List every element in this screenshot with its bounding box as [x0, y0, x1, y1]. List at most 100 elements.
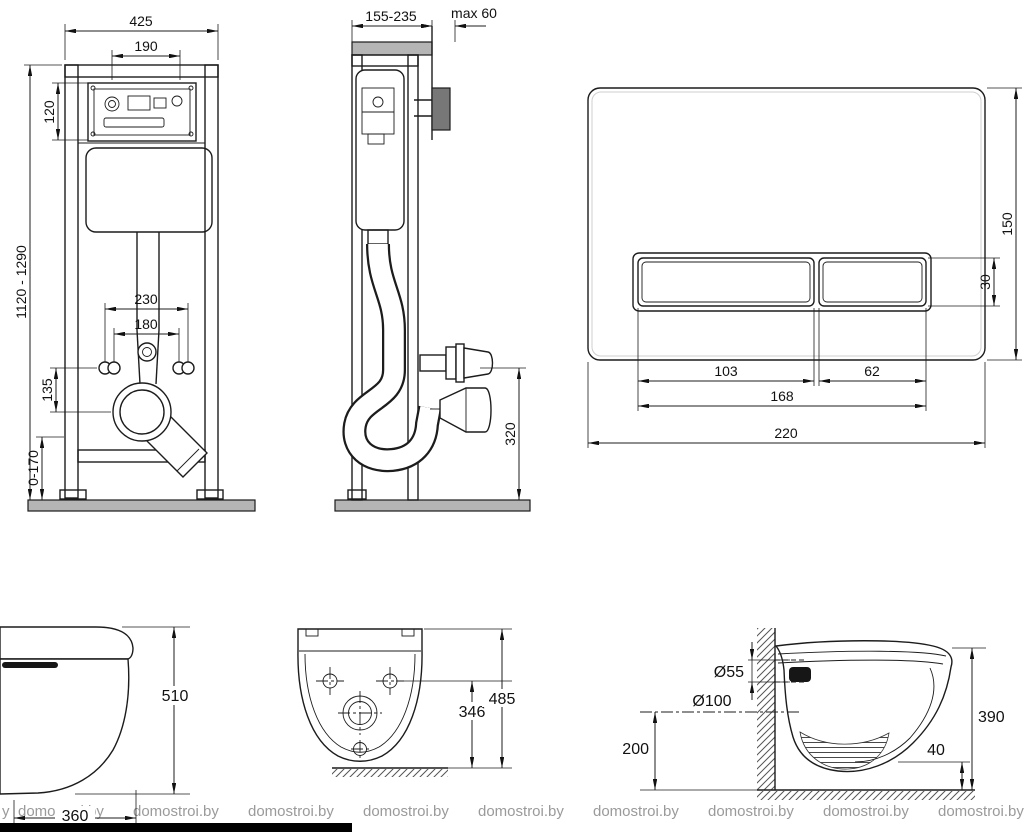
dim-label-total-height: 1120 - 1290: [13, 245, 29, 319]
watermark: domostroi.by: [363, 803, 449, 820]
top-bracket: [351, 41, 433, 56]
dim-rim-height: 390: [952, 647, 1005, 790]
watermark: domostroi.by: [938, 803, 1024, 820]
dim-label-small-button: 62: [864, 363, 880, 379]
cistern-outlet: [367, 229, 389, 245]
watermark: domostroi.by: [248, 803, 334, 820]
dim-label-large-button: 103: [714, 363, 738, 379]
fixing-hole-left: [316, 667, 344, 695]
supply-connection: [137, 342, 157, 362]
flush-button-large: [637, 257, 815, 307]
frame-left-rail: [64, 64, 79, 499]
dim-large-button-width: 103: [637, 308, 815, 411]
watermark-row: y domostroi.by domostroi.by domostroi.by…: [0, 803, 1029, 823]
frame-right-foot: [196, 489, 224, 500]
fixing-bolt-holes: [98, 361, 195, 375]
dim-label-inlet-diameter: Ø55: [714, 664, 744, 681]
inlet-fitting: [419, 343, 494, 383]
floor-hatch: [757, 791, 975, 800]
dim-label-bolt-inner: 180: [134, 316, 158, 332]
dim-inner-width: 190: [111, 38, 181, 80]
watermark: domostroi.by: [478, 803, 564, 820]
side-foot: [347, 489, 367, 500]
toilet-body: [0, 658, 130, 795]
dim-total-height: 1120 - 1290: [13, 64, 62, 500]
access-panel: [87, 82, 197, 142]
dim-plate-height: 150: [987, 87, 1022, 361]
frame-side-view: 155-235 max 60 320: [334, 5, 531, 512]
dim-total-length: 485: [424, 628, 522, 769]
dim-label-outlet-height: 320: [502, 422, 518, 446]
dim-outlet-height: 320: [480, 367, 526, 500]
dim-label-total-length: 485: [489, 691, 516, 708]
flush-plate-view: 150 30 103 62: [587, 87, 1022, 448]
flush-pipe-front: [136, 232, 160, 385]
dim-label-bolt-to-outlet: 135: [39, 378, 55, 402]
dim-label-buttons-total: 168: [770, 388, 794, 404]
inlet-opening: [351, 740, 369, 758]
cistern-front: [85, 147, 213, 233]
dim-label-plate-width: 220: [774, 425, 798, 441]
dim-label-bolt-outer: 230: [134, 291, 158, 307]
dim-label-bottom-gap: 40: [927, 742, 945, 759]
cistern-side: [355, 69, 405, 231]
dim-button-height: 30: [928, 257, 1000, 307]
toilet-plan-view: 346 485: [297, 628, 522, 777]
dim-leg-adjustment: 0-170: [25, 436, 64, 500]
frame-top-bar: [64, 64, 219, 78]
toilet-lid: [0, 626, 134, 660]
dim-outlet-diameter: Ø100: [640, 693, 800, 713]
dim-outlet-axis-height: 200: [622, 712, 757, 791]
dim-label-holes-to-wall: 346: [459, 704, 486, 721]
dim-bolt-spacing-inner: 180: [113, 316, 180, 362]
bowl-outline: [774, 640, 953, 773]
floor-front: [27, 499, 256, 512]
outlet-circle: [112, 382, 172, 442]
dim-small-button-width: 62: [818, 308, 927, 411]
dim-label-panel-height: 120: [41, 100, 57, 124]
dim-inlet-diameter: Ø55: [714, 642, 790, 700]
dim-label-bowl-width: 360: [62, 808, 89, 825]
watermark: domostroi.by: [133, 803, 219, 820]
dim-label-depth-range: 155-235: [365, 8, 417, 24]
dim-label-outlet-diameter: Ø100: [692, 693, 731, 710]
dim-bolt-to-outlet: 135: [39, 367, 111, 413]
floor-side: [334, 499, 531, 512]
dim-label-button-height: 30: [977, 274, 993, 290]
watermark: domostroi.by: [708, 803, 794, 820]
wall-anchor: [431, 87, 451, 131]
plan-outline: [297, 628, 423, 762]
dim-plate-width: 220: [587, 362, 986, 448]
dim-bowl-height: 510: [75, 626, 195, 795]
footer-bar: [0, 823, 352, 832]
outlet-opening: [338, 691, 382, 735]
dim-label-bowl-height: 510: [162, 688, 189, 705]
frame-front-view: 425 190 120 1120 - 1290: [13, 13, 256, 512]
button-recess: [632, 252, 932, 312]
flush-plate-outline: [587, 87, 986, 361]
toilet-wall-view: Ø55 Ø100 200 390 40: [622, 628, 1005, 800]
dim-label-inner-width: 190: [134, 38, 158, 54]
dim-label-outlet-axis-height: 200: [622, 741, 649, 758]
dim-bottom-gap: 40: [898, 742, 970, 790]
trap-water: [799, 731, 890, 770]
frame-right-rail: [204, 64, 219, 499]
frame-bottom-bar: [77, 449, 206, 463]
wall-hatch: [757, 628, 775, 790]
toilet-side-view: 510 360: [0, 626, 195, 826]
lid-slot: [2, 662, 58, 668]
watermark: domostroi.by: [593, 803, 679, 820]
outlet-connector: [430, 387, 492, 433]
dim-label-rim-height: 390: [978, 709, 1005, 726]
dim-label-leg-adjustment: 0-170: [25, 450, 41, 486]
dim-label-max-finish: max 60: [451, 5, 497, 21]
dim-max-finish: max 60: [412, 5, 497, 42]
dim-panel-height: 120: [41, 82, 88, 141]
watermark: domostroi.by: [823, 803, 909, 820]
dim-buttons-total-width: 168: [638, 388, 926, 409]
frame-left-foot: [59, 489, 87, 500]
dim-label-plate-height: 150: [999, 212, 1015, 236]
flush-button-small: [818, 257, 927, 307]
